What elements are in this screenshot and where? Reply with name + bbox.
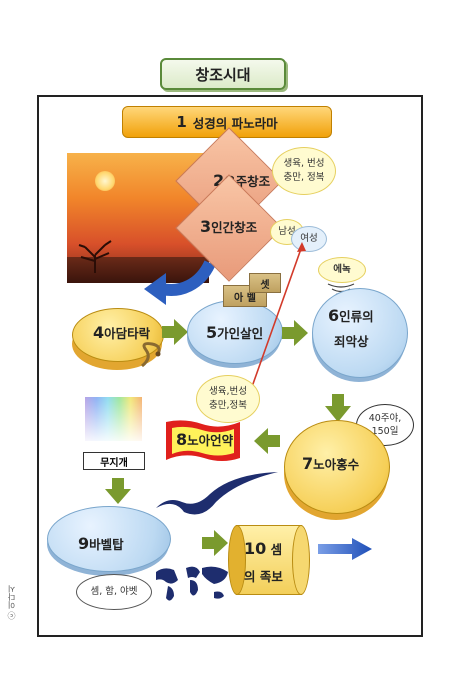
serpent-icon [141,342,161,368]
world-map-icon [156,566,228,601]
arrow-5-to-6 [282,320,308,346]
circle-step-9 [47,506,171,572]
curved-blue-arrow [144,260,215,305]
sons-bubble: 셈, 함, 야벳 [76,574,152,610]
banner-number: 1 [176,113,187,131]
flag-step-8 [166,420,240,461]
circle-step-5 [187,300,283,364]
step-6-label-line2: 죄악상 [334,334,369,349]
blessing-bubble-top: 생육, 번성 충만, 정복 [272,147,336,195]
page-title: 창조시대 [160,58,286,90]
arrow-6-to-7 [325,394,351,422]
credit-text: ⓒ 이다시 [7,585,16,620]
step-4-label: 4아담타락 [93,323,151,342]
enoch-bubble: 에녹 [318,257,366,283]
cylinder-right-cap [292,525,310,595]
arrow-to-9 [105,478,131,504]
rainbow-label: 무지개 [83,452,145,470]
blue-right-arrow [318,538,372,560]
step-10-label: 10 셈 [244,539,283,558]
circle-step-6 [312,288,408,378]
sun-icon [95,171,115,191]
horizon [67,257,209,283]
step-5-label: 5가인살인 [206,323,264,342]
circle-step-7 [284,420,390,514]
blessing-bubble-mid: 생육,번성 충만,정복 [196,375,260,423]
seth-sign: 셋 [249,273,281,293]
tree-icon [78,240,112,273]
step-8-label: 8노아언약 [176,430,234,449]
step-3-label: 3인간창조 [200,217,258,236]
arrow-9-to-10 [202,530,228,556]
step-6-label: 6인류의 [328,306,374,325]
woman-bubble: 여성 [291,226,327,252]
step-7-label: 7노아홍수 [302,454,360,473]
cylinder-left-cap [228,525,246,595]
dove-icon [156,472,278,515]
arrow-4-to-5 [162,319,188,345]
banner-label: 성경의 파노라마 [192,115,278,131]
rainbow-spectrum-fade [85,397,142,441]
step-10-label-line2: 의 족보 [244,569,283,584]
step-9-label: 9바벨탑 [78,534,124,553]
arrow-7-to-8 [254,428,280,454]
